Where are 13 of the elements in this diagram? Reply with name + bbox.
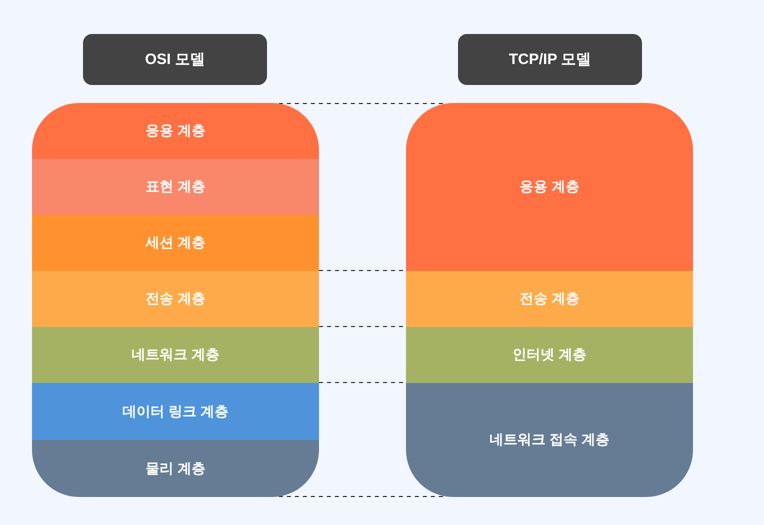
layer-band: 인터넷 계층 — [406, 327, 693, 383]
header-box: OSI 모델 — [83, 34, 267, 85]
layer-band: 응용 계층 — [406, 103, 693, 271]
header-box: TCP/IP 모델 — [458, 34, 642, 85]
layer-band: 표현 계층 — [32, 159, 319, 215]
layer-band: 세션 계층 — [32, 215, 319, 271]
layer-band: 네트워크 접속 계층 — [406, 383, 693, 497]
layer-band: 네트워크 계층 — [32, 327, 319, 383]
layer-band: 전송 계층 — [32, 271, 319, 327]
layer-band: 데이터 링크 계층 — [32, 383, 319, 440]
layer-band: 물리 계층 — [32, 440, 319, 497]
layer-band: 응용 계층 — [32, 103, 319, 159]
layer-band: 전송 계층 — [406, 271, 693, 327]
